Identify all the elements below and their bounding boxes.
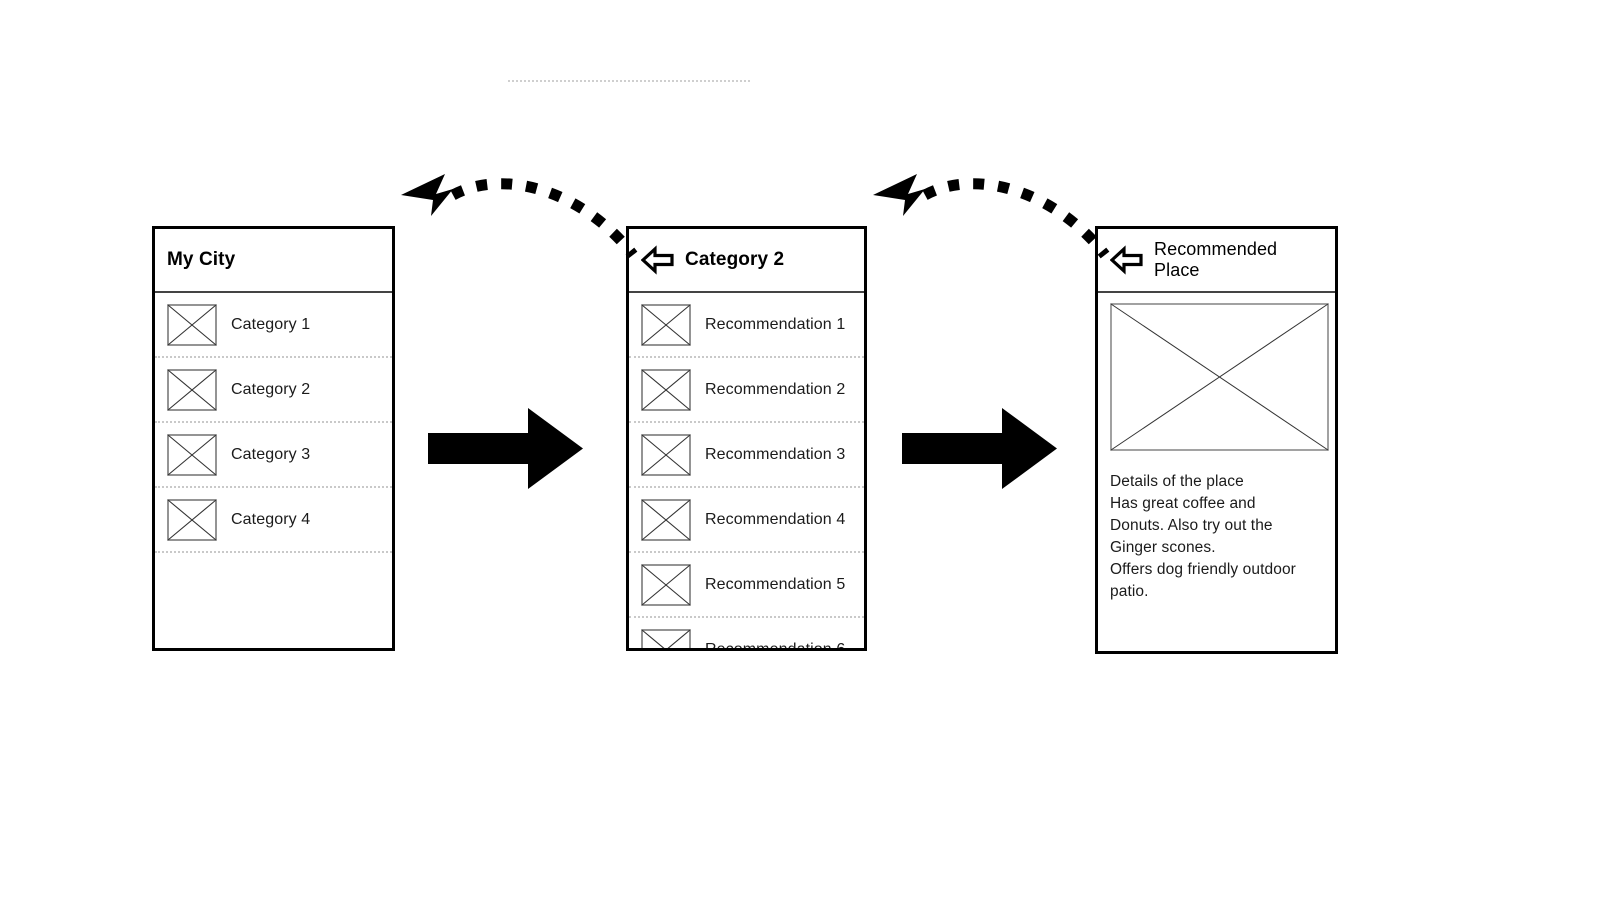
screen-category-2: Category 2 Recommendation 1 Recommendati… bbox=[626, 226, 867, 651]
image-placeholder-icon bbox=[641, 563, 691, 606]
back-arrow-icon[interactable] bbox=[641, 245, 675, 275]
screen-recommended-place: Recommended Place Details of the place H… bbox=[1095, 226, 1338, 654]
detail-body: Details of the place Has great coffee an… bbox=[1098, 293, 1335, 603]
list-item-label: Recommendation 5 bbox=[705, 575, 846, 593]
list-item-label: Category 3 bbox=[231, 445, 311, 463]
list-item-label: Recommendation 3 bbox=[705, 445, 846, 463]
list-item[interactable]: Category 3 bbox=[155, 423, 392, 488]
screen-header-category-2: Category 2 bbox=[629, 229, 864, 293]
page-title: Category 2 bbox=[685, 248, 785, 270]
image-placeholder-icon bbox=[641, 433, 691, 476]
image-placeholder-icon bbox=[641, 628, 691, 648]
back-navigation-arrow-1 bbox=[401, 174, 638, 259]
page-title: Recommended Place bbox=[1154, 238, 1278, 280]
image-placeholder-icon bbox=[167, 368, 217, 411]
recommendation-list: Recommendation 1 Recommendation 2 Recomm… bbox=[629, 293, 864, 651]
image-placeholder-icon bbox=[167, 433, 217, 476]
list-item[interactable]: Recommendation 4 bbox=[629, 488, 864, 553]
list-item-label: Recommendation 2 bbox=[705, 380, 846, 398]
list-item-label: Recommendation 6 bbox=[705, 640, 846, 651]
list-item[interactable]: Recommendation 6 bbox=[629, 618, 864, 651]
list-item[interactable]: Recommendation 5 bbox=[629, 553, 864, 618]
list-item-label: Recommendation 4 bbox=[705, 510, 846, 528]
screen-my-city: My City Category 1 Category 2 bbox=[152, 226, 395, 651]
list-item-label: Category 4 bbox=[231, 510, 311, 528]
category-list: Category 1 Category 2 Category 3 bbox=[155, 293, 392, 553]
image-placeholder-icon bbox=[641, 498, 691, 541]
decorative-dotted-rule bbox=[508, 80, 750, 82]
page-title: My City bbox=[167, 248, 236, 270]
image-placeholder-icon bbox=[641, 368, 691, 411]
list-item-label: Category 2 bbox=[231, 380, 311, 398]
screen-header-my-city: My City bbox=[155, 229, 392, 293]
list-item[interactable]: Category 1 bbox=[155, 293, 392, 358]
image-placeholder-icon bbox=[167, 303, 217, 346]
list-item[interactable]: Category 2 bbox=[155, 358, 392, 423]
forward-arrow-1 bbox=[428, 408, 583, 489]
list-item[interactable]: Category 4 bbox=[155, 488, 392, 553]
list-item-label: Recommendation 1 bbox=[705, 315, 846, 333]
list-item[interactable]: Recommendation 3 bbox=[629, 423, 864, 488]
list-item[interactable]: Recommendation 1 bbox=[629, 293, 864, 358]
image-placeholder-icon bbox=[167, 498, 217, 541]
image-placeholder-icon bbox=[641, 303, 691, 346]
back-arrow-icon[interactable] bbox=[1110, 245, 1144, 275]
forward-arrow-2 bbox=[902, 408, 1057, 489]
screen-header-recommended-place: Recommended Place bbox=[1098, 229, 1335, 293]
list-item[interactable]: Recommendation 2 bbox=[629, 358, 864, 423]
place-details-text: Details of the place Has great coffee an… bbox=[1110, 473, 1296, 600]
image-placeholder-icon bbox=[1110, 303, 1329, 451]
back-navigation-arrow-2 bbox=[873, 174, 1110, 259]
list-item-label: Category 1 bbox=[231, 315, 311, 333]
